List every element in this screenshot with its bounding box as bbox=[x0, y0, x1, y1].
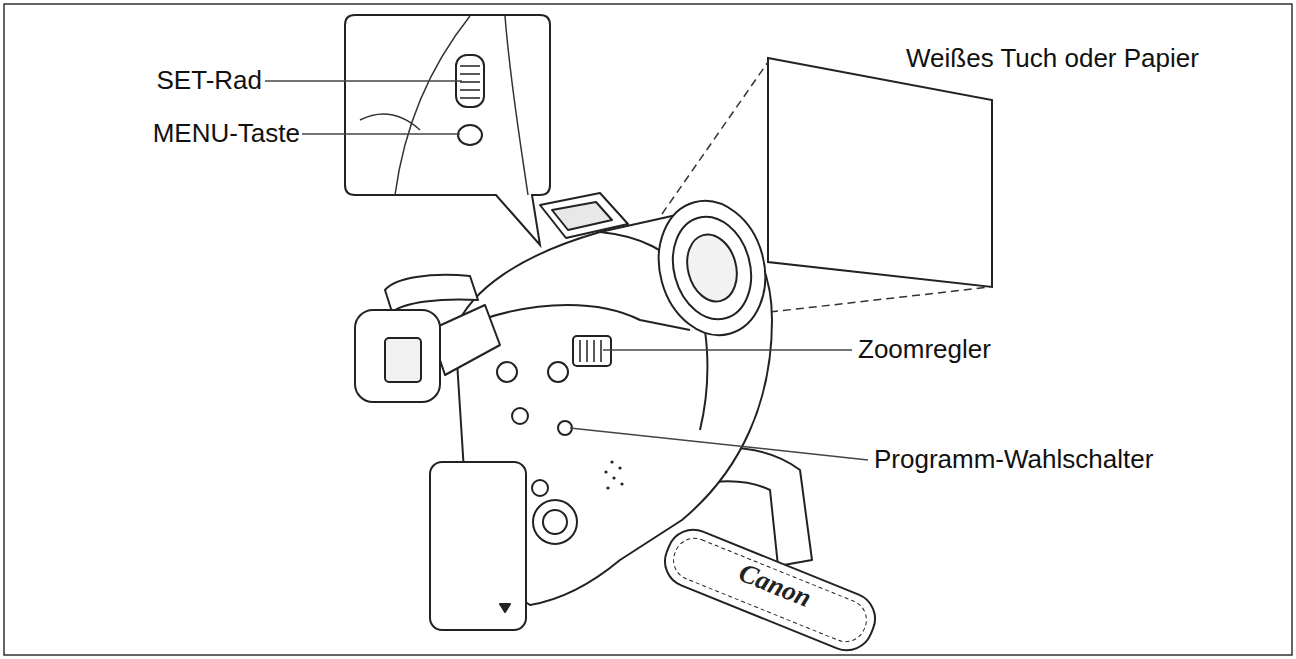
button bbox=[532, 480, 548, 496]
shoe-slot bbox=[552, 202, 612, 230]
view-line bbox=[770, 287, 990, 312]
part-label: MENU-Taste bbox=[60, 119, 300, 149]
leader-line bbox=[302, 133, 460, 135]
view-line bbox=[662, 62, 768, 214]
grille-dot bbox=[610, 460, 613, 463]
leader-line bbox=[603, 349, 852, 351]
inset-contour bbox=[360, 16, 528, 195]
zoom-ribs bbox=[580, 340, 601, 362]
menu-button bbox=[458, 125, 482, 145]
leader-lines bbox=[265, 81, 868, 460]
eyecup bbox=[355, 310, 440, 402]
figure-frame bbox=[4, 4, 1292, 655]
grille-dot bbox=[604, 470, 607, 473]
joystick bbox=[533, 500, 577, 544]
strap-stitching bbox=[668, 532, 873, 647]
zoom-lever bbox=[573, 336, 611, 366]
inset-bubble bbox=[345, 15, 550, 245]
grille-dot bbox=[612, 476, 615, 479]
button bbox=[548, 362, 568, 382]
joystick-center bbox=[543, 510, 567, 534]
strap-band bbox=[657, 522, 883, 658]
part-label: Zoomregler bbox=[858, 335, 1158, 365]
lcd-panel bbox=[385, 275, 478, 312]
detail-inset bbox=[345, 15, 550, 245]
lens-hood bbox=[644, 189, 780, 347]
lens-ring bbox=[662, 208, 762, 328]
battery-pack bbox=[430, 462, 526, 630]
leader-line bbox=[265, 80, 462, 82]
brand-logo: Canon bbox=[700, 543, 851, 628]
paper-label: Weißes Tuch oder Papier bbox=[906, 44, 1276, 74]
lens-glass bbox=[680, 229, 744, 307]
wheel-ribs bbox=[460, 66, 480, 98]
grille-dot bbox=[606, 486, 609, 489]
grille-dot bbox=[618, 466, 621, 469]
microphone-grille bbox=[604, 460, 623, 489]
body-contour bbox=[480, 305, 690, 330]
battery-mark bbox=[500, 604, 510, 612]
leader-line bbox=[570, 428, 868, 460]
paper-sheet bbox=[768, 58, 992, 287]
hand-strap bbox=[657, 522, 883, 658]
grille-dot bbox=[620, 482, 623, 485]
button bbox=[497, 362, 517, 382]
white-sheet bbox=[662, 58, 992, 312]
part-label: Programm-Wahlschalter bbox=[874, 445, 1274, 475]
program-switch bbox=[558, 421, 572, 435]
part-label: SET-Rad bbox=[60, 66, 262, 96]
button bbox=[512, 408, 528, 424]
accessory-shoe bbox=[540, 193, 628, 238]
viewfinder-window bbox=[385, 338, 421, 382]
camcorder bbox=[355, 189, 883, 658]
